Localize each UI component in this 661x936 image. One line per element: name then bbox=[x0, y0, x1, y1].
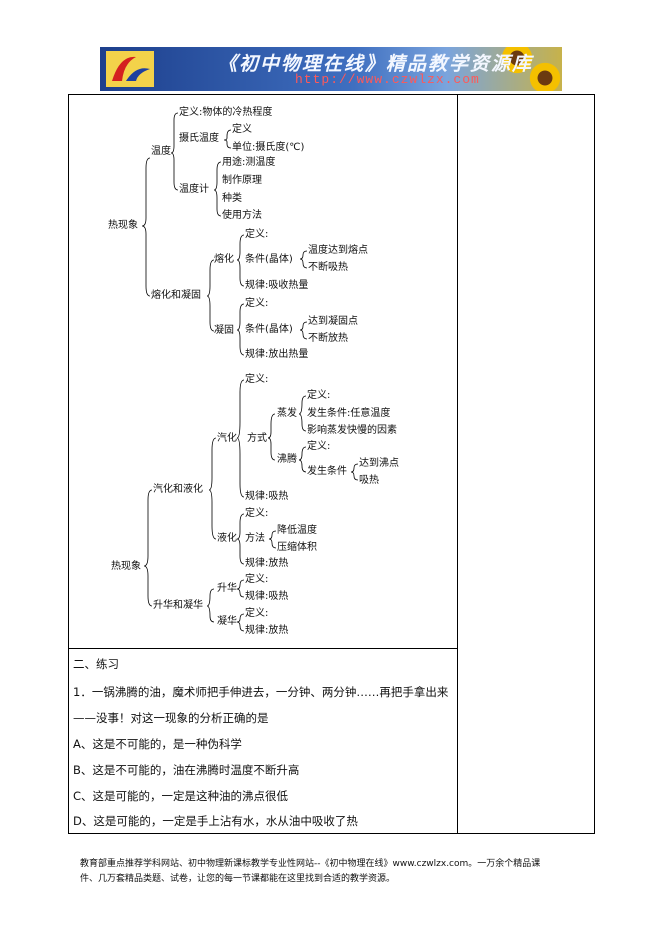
node-wendu-def: 定义:物体的冷热程度 bbox=[179, 107, 273, 118]
table-column-divider bbox=[457, 94, 458, 833]
site-logo-icon bbox=[106, 51, 154, 87]
node-rh-c2: 不断吸热 bbox=[308, 262, 348, 273]
footer-line: 件、几万套精品类题、试卷，让您的每一节课都能在这里找到合适的教学资源。 bbox=[80, 874, 396, 884]
node-nh-def: 定义: bbox=[245, 608, 269, 619]
content-table bbox=[68, 94, 595, 834]
node-shenghua: 升华 bbox=[217, 583, 237, 594]
banner-url[interactable]: http://www.czwlzx.com bbox=[295, 72, 480, 87]
node-feiteng: 沸腾 bbox=[277, 454, 297, 465]
exercise-heading: 二、练习 bbox=[73, 657, 119, 671]
node-sh-def: 定义: bbox=[245, 574, 269, 585]
tree1-root: 热现象 bbox=[108, 220, 138, 231]
node-wdj-item: 使用方法 bbox=[222, 210, 262, 221]
tree2-root: 热现象 bbox=[111, 561, 141, 572]
node-ft-c1: 达到沸点 bbox=[359, 458, 399, 469]
node-ng-cond: 条件(晶体) bbox=[245, 324, 293, 335]
node-qhyh: 汽化和液化 bbox=[153, 484, 203, 495]
node-rh-rule: 规律:吸收热量 bbox=[245, 280, 309, 291]
question-text: 1．一锅沸腾的油，魔术师把手伸进去，一分钟、两分钟……再把手拿出来 bbox=[73, 685, 449, 699]
page-footer: 教育部重点推荐学科网站、初中物理新课标教学专业性网站--《初中物理在线》www.… bbox=[80, 857, 600, 887]
node-ng-c2: 不断放热 bbox=[308, 333, 348, 344]
node-ft-c2: 吸热 bbox=[359, 475, 379, 486]
question-text-cont: ——没事！对这一现象的分析正确的是 bbox=[73, 711, 269, 725]
site-banner: 《初中物理在线》精品教学资源库 http://www.czwlzx.com bbox=[100, 47, 562, 91]
node-wendu: 温度 bbox=[151, 146, 171, 157]
footer-line: 教育部重点推荐学科网站、初中物理新课标教学专业性网站--《初中物理在线》www.… bbox=[80, 859, 541, 869]
node-qh-def: 定义: bbox=[245, 374, 269, 385]
node-zf-def: 定义: bbox=[307, 390, 331, 401]
node-ronghua: 熔化 bbox=[214, 254, 234, 265]
node-sheshi-def: 定义 bbox=[232, 124, 252, 135]
node-rh-cond: 条件(晶体) bbox=[245, 254, 293, 265]
node-ng-def: 定义: bbox=[245, 298, 269, 309]
node-wenduji: 温度计 bbox=[179, 184, 209, 195]
node-yehua: 液化 bbox=[217, 533, 237, 544]
node-rhny: 熔化和凝固 bbox=[151, 290, 201, 301]
answer-option-c: C、这是可能的，一定是这种油的沸点很低 bbox=[73, 789, 289, 803]
sunflower-icon bbox=[528, 61, 562, 91]
node-yh-m1: 降低温度 bbox=[277, 525, 317, 536]
node-ft-def: 定义: bbox=[307, 441, 331, 452]
sunflower-icon bbox=[500, 47, 534, 75]
node-nh-rule: 规律:放热 bbox=[245, 625, 289, 636]
node-sh-rule: 规律:吸热 bbox=[245, 591, 289, 602]
node-ng-c1: 达到凝固点 bbox=[308, 316, 358, 327]
node-ninghua: 凝华 bbox=[217, 616, 237, 627]
node-yh-method: 方法 bbox=[245, 533, 265, 544]
node-zhengfa: 蒸发 bbox=[277, 408, 297, 419]
node-ninggu: 凝固 bbox=[214, 325, 234, 336]
node-wdj-item: 用途:测温度 bbox=[222, 157, 276, 168]
table-row-divider bbox=[68, 648, 457, 649]
node-ft-cond: 发生条件 bbox=[307, 466, 347, 477]
node-wdj-item: 种类 bbox=[222, 193, 242, 204]
node-yh-rule: 规律:放热 bbox=[245, 558, 289, 569]
node-rh-c1: 温度达到熔点 bbox=[308, 245, 368, 256]
banner-title: 《初中物理在线》精品教学资源库 bbox=[218, 53, 534, 75]
node-shnh: 升华和凝华 bbox=[153, 600, 203, 611]
node-ng-rule: 规律:放出热量 bbox=[245, 349, 309, 360]
node-qh-rule: 规律:吸热 bbox=[245, 491, 289, 502]
answer-option-b: B、这是不可能的，油在沸腾时温度不断升高 bbox=[73, 763, 300, 777]
node-rh-def: 定义: bbox=[245, 229, 269, 240]
node-yh-m2: 压缩体积 bbox=[277, 542, 317, 553]
node-zf-cond: 发生条件:任意温度 bbox=[307, 408, 391, 419]
node-sheshi: 摄氏温度 bbox=[179, 133, 219, 144]
answer-option-a: A、这是不可能的，是一种伪科学 bbox=[73, 737, 242, 751]
node-yh-def: 定义: bbox=[245, 508, 269, 519]
answer-option-d: D、这是可能的，一定是手上沾有水，水从油中吸收了热 bbox=[73, 814, 358, 828]
node-sheshi-unit: 单位:摄氏度(℃) bbox=[232, 142, 305, 153]
node-fangshi: 方式 bbox=[247, 433, 267, 444]
node-qihua: 汽化 bbox=[217, 433, 237, 444]
node-wdj-item: 制作原理 bbox=[222, 175, 262, 186]
node-zf-factor: 影响蒸发快慢的因素 bbox=[307, 425, 397, 436]
